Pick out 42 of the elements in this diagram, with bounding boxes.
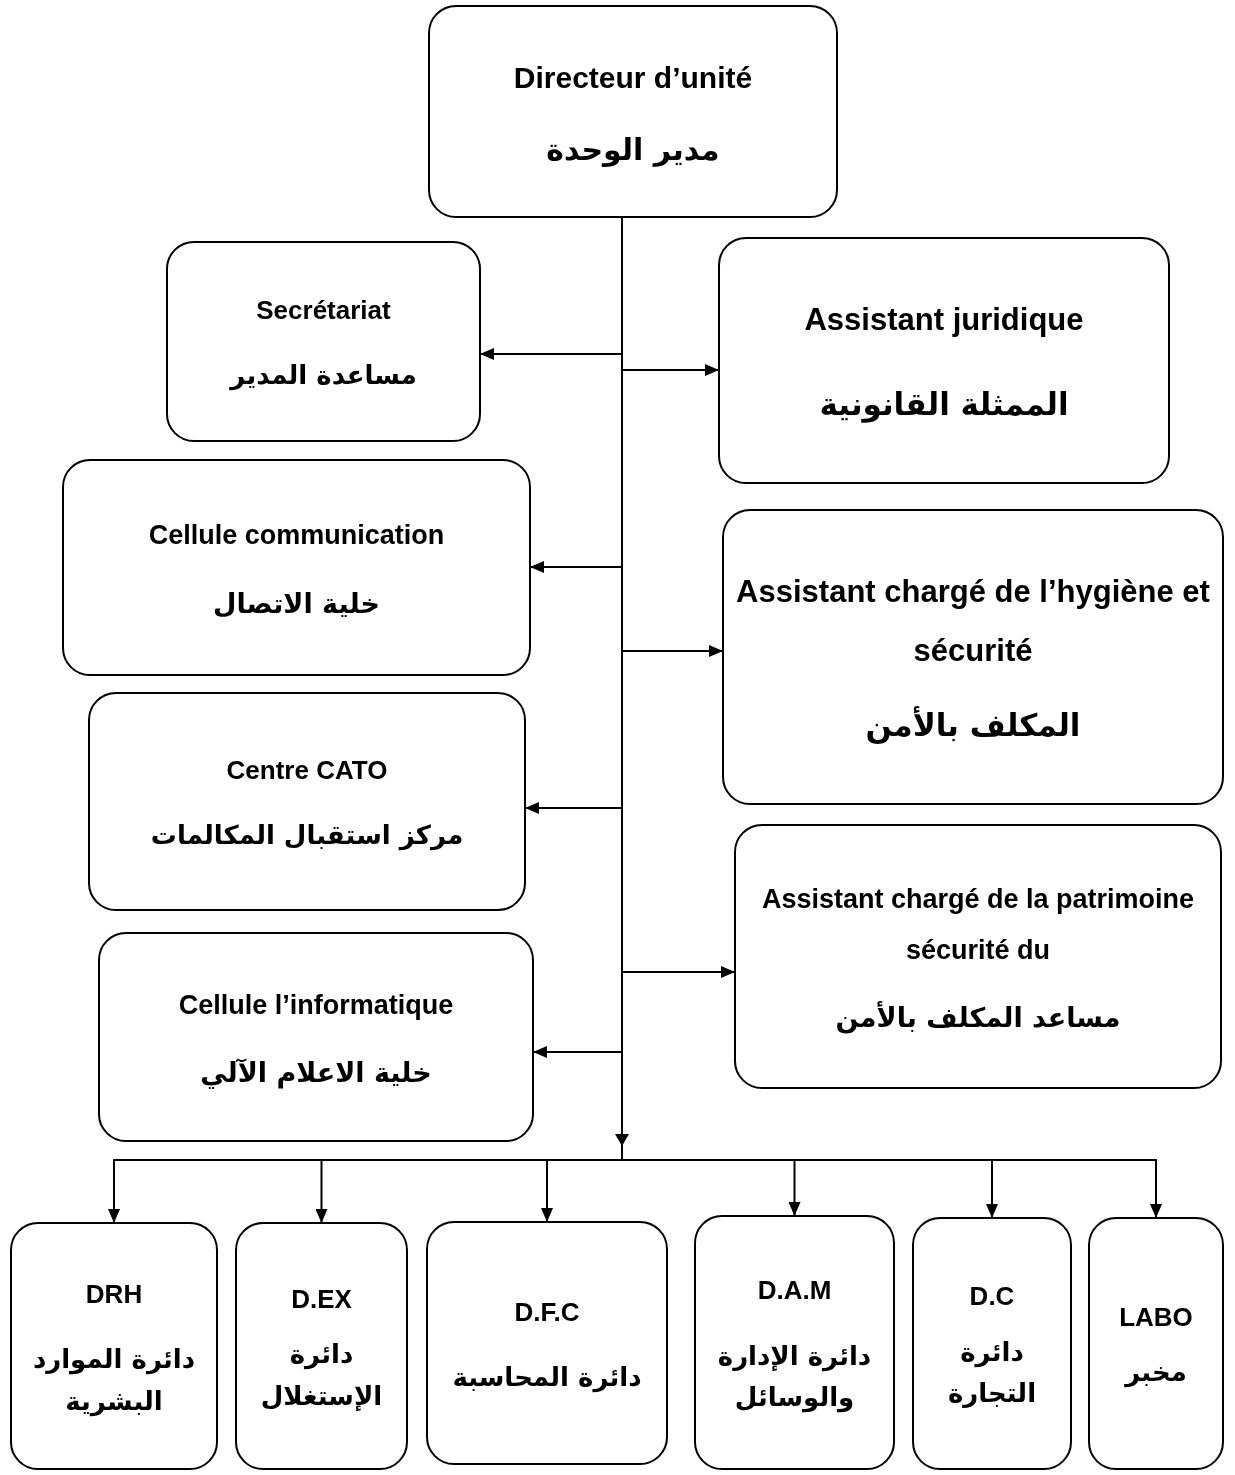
role-title-arabic: مدير الوحدة: [546, 131, 720, 169]
role-title: D.F.C: [514, 1295, 580, 1329]
role-title: LABO: [1119, 1301, 1193, 1334]
role-title: Assistant chargé de la patrimoine sécurité du: [760, 882, 1196, 967]
role-title-arabic: المكلف بالأمن: [865, 705, 1081, 746]
role-title: D.C: [969, 1280, 1015, 1314]
role-title-arabic: مساعد المكلف بالأمن: [835, 1000, 1121, 1036]
role-title-arabic: دائرة المحاسبة: [452, 1360, 642, 1395]
role-title-arabic: مخبر: [1125, 1356, 1187, 1390]
role-title: DRH: [85, 1277, 143, 1311]
role-box: [10, 1222, 218, 1470]
role-title: D.EX: [291, 1282, 352, 1316]
role-box: [722, 509, 1224, 805]
role-title-arabic: دائرة التجارة: [946, 1335, 1038, 1411]
role-box: [62, 459, 531, 676]
role-title: Directeur d’unité: [513, 60, 753, 96]
role-box: [88, 692, 526, 911]
role-title-arabic: دائرة الموارد البشرية: [31, 1343, 197, 1419]
role-box: [734, 824, 1222, 1089]
role-box: [912, 1217, 1072, 1470]
role-title-arabic: خلية الاتصال: [213, 586, 380, 621]
role-title: D.A.M: [757, 1274, 832, 1308]
role-title-arabic: الممثلة القانونية: [819, 385, 1069, 425]
role-title-arabic: خلية الاعلام الآلي: [200, 1056, 432, 1091]
role-box: [166, 241, 481, 442]
role-title-arabic: دائرة الإدارة والوسائل: [716, 1339, 873, 1415]
role-box: [1088, 1217, 1224, 1470]
role-title-arabic: دائرة الإستغلال: [259, 1338, 384, 1413]
role-box: [426, 1221, 668, 1465]
role-box: [718, 237, 1170, 484]
role-box: [428, 5, 838, 218]
role-box: [98, 932, 534, 1142]
role-title-arabic: مساعدة المدير: [230, 359, 417, 393]
role-title: Centre CATO: [226, 754, 388, 787]
role-box: [235, 1222, 408, 1470]
role-box: [694, 1215, 895, 1470]
role-title: Assistant chargé de l’hygiène et sécurité: [736, 573, 1210, 671]
role-title: Cellule communication: [148, 519, 445, 553]
role-title: Cellule l’informatique: [178, 988, 454, 1022]
role-title: Secrétariat: [256, 294, 391, 327]
role-title-arabic: مركز استقبال المكالمات: [150, 819, 464, 853]
role-title: Assistant juridique: [804, 301, 1084, 340]
